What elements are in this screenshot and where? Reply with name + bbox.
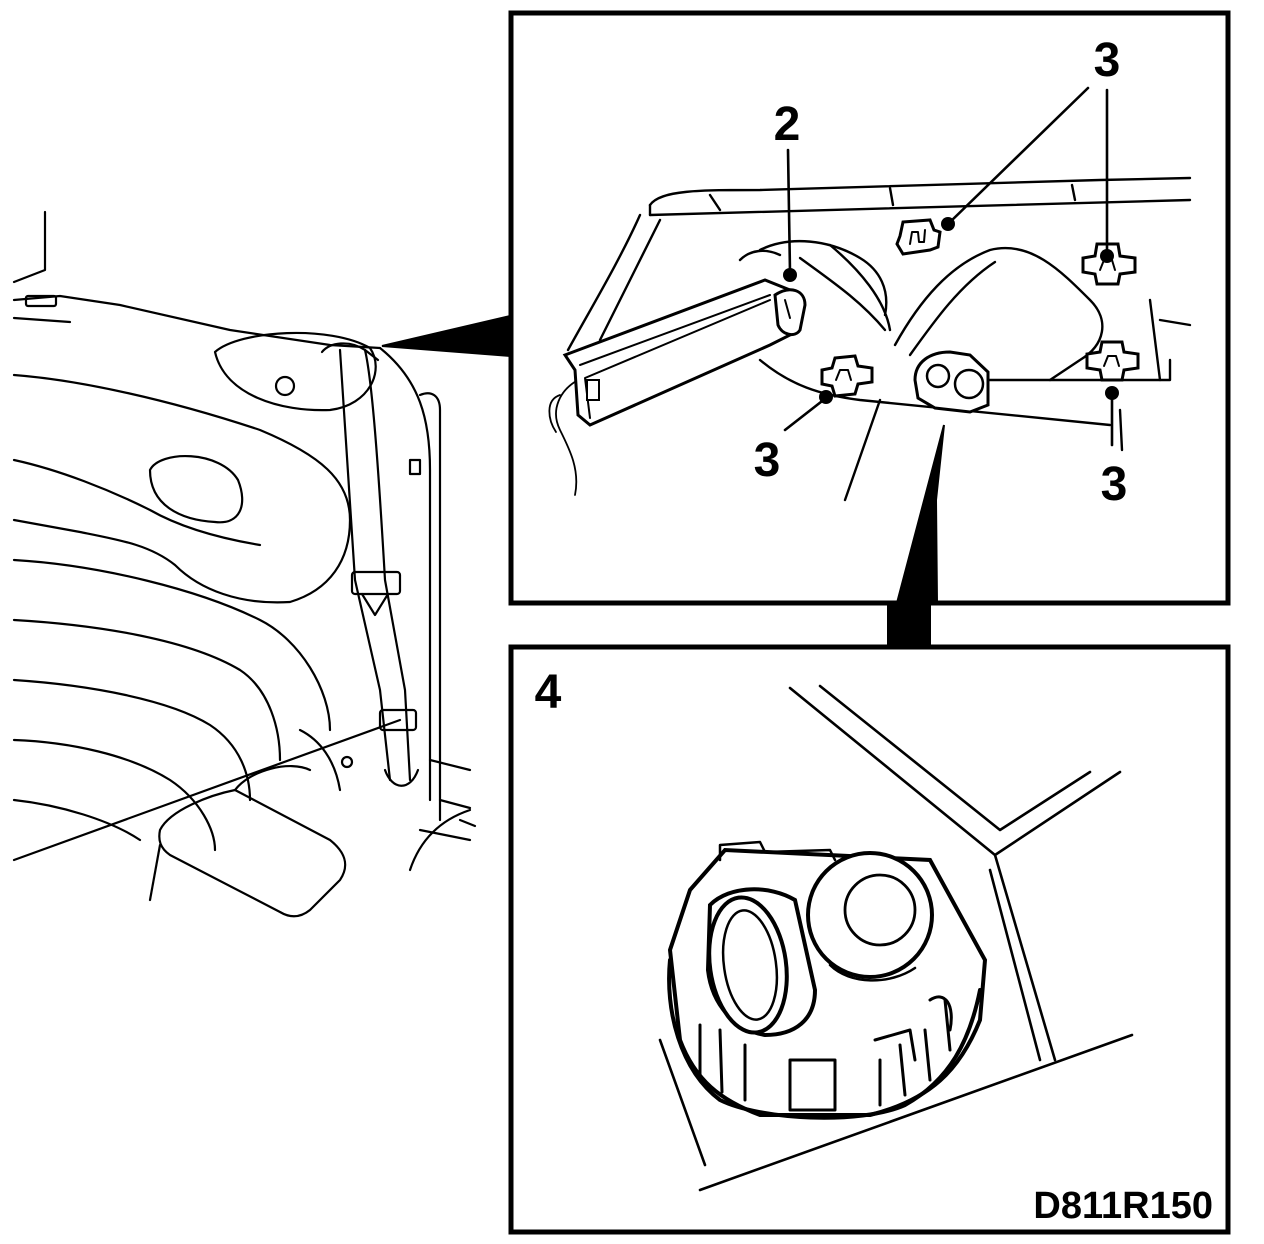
clip-left-bottom — [820, 354, 874, 398]
detail-leader-main — [381, 314, 511, 358]
callout-dots — [783, 217, 1119, 404]
detail-box-upper — [508, 10, 1231, 606]
callout-4: 4 — [535, 666, 562, 719]
seat-belt — [320, 342, 420, 787]
callout-2: 2 — [774, 98, 801, 151]
clip-top — [895, 218, 942, 256]
lamp-holder-large — [667, 840, 988, 1120]
callout-3-left-bottom: 3 — [754, 434, 781, 487]
vehicle-interior-overview — [12, 210, 477, 918]
removed-trim-piece — [562, 278, 807, 427]
callout-3-right-bottom: 3 — [1101, 458, 1128, 511]
trim-detail-upper — [548, 176, 1192, 502]
lamp-detail-lower — [658, 684, 1134, 1192]
figure-code: D811R150 — [1033, 1185, 1213, 1227]
lamp-holder-small — [913, 350, 990, 414]
callout-3-top: 3 — [1094, 34, 1121, 87]
callout-leaders — [783, 86, 1114, 447]
clip-right-bottom — [1085, 340, 1140, 382]
